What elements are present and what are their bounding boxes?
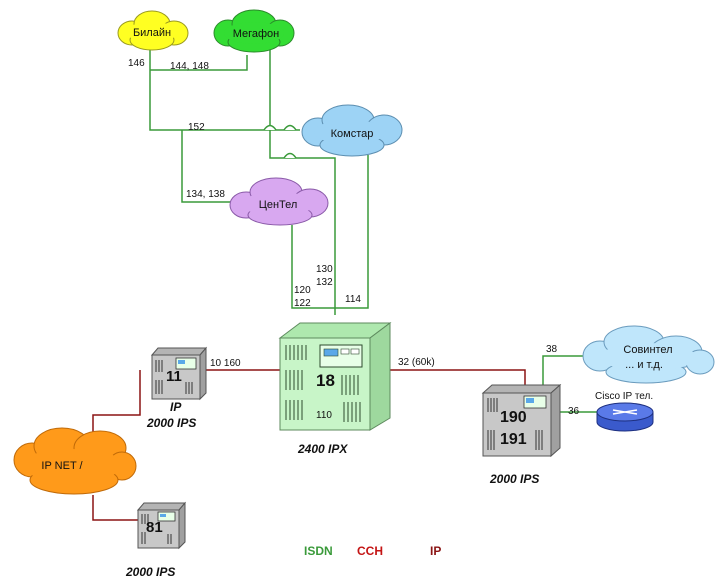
label-114: 114 bbox=[345, 294, 361, 305]
pbx-right-number-191: 191 bbox=[500, 431, 527, 448]
label-134-138: 134, 138 bbox=[186, 189, 225, 200]
cloud-label-sovintel-etc: ... и т.д. bbox=[625, 359, 663, 371]
label-38: 38 bbox=[546, 344, 558, 355]
pbx-left-model: 2000 IPS bbox=[146, 416, 196, 430]
cloud-label-komstar: Комстар bbox=[331, 128, 374, 140]
cloud-label-centel: ЦенТел bbox=[259, 199, 298, 211]
link-centel-central bbox=[291, 225, 337, 309]
label-36: 36 bbox=[568, 406, 580, 417]
link-central-right bbox=[388, 369, 526, 385]
pbx-left-number: 11 bbox=[166, 368, 182, 385]
label-10-160: 10 160 bbox=[210, 358, 241, 369]
pbx-central-number: 18 bbox=[316, 371, 335, 390]
cloud-ipnet: IP NET / bbox=[13, 427, 137, 495]
link-labels: 146 144, 148 152 134, 138 130 132 120 12… bbox=[128, 58, 580, 417]
hop-arc bbox=[263, 124, 277, 131]
legend-ccs: CCH bbox=[357, 544, 383, 558]
pbx-central: 18 110 2400 IPX bbox=[278, 322, 392, 456]
label-146: 146 bbox=[128, 58, 145, 69]
link-branch-centel bbox=[181, 130, 232, 203]
link-megafon-central bbox=[269, 50, 336, 315]
pbx-right: 190 191 2000 IPS bbox=[481, 383, 562, 486]
cloud-beeline: Билайн bbox=[117, 10, 189, 51]
label-32-60k: 32 (60k) bbox=[398, 357, 435, 368]
legend-isdn: ISDN bbox=[304, 544, 333, 558]
hop-arc bbox=[283, 152, 297, 159]
label-120: 120 bbox=[294, 285, 311, 296]
cisco-ip-phone: Cisco IP тел. bbox=[595, 391, 654, 432]
legend: ISDN CCH IP bbox=[304, 544, 441, 558]
cloud-komstar: Комстар bbox=[301, 104, 403, 157]
pbx-right-number-190: 190 bbox=[500, 409, 527, 426]
cloud-label-ipnet: IP NET / bbox=[41, 460, 83, 472]
pbx-bottom: 81 2000 IPS bbox=[125, 501, 187, 579]
pbx-right-model: 2000 IPS bbox=[489, 472, 539, 486]
pbx-bottom-model: 2000 IPS bbox=[125, 565, 175, 579]
label-122: 122 bbox=[294, 298, 311, 309]
link-megafon bbox=[150, 55, 248, 71]
link-ipnet-bottom bbox=[92, 495, 140, 521]
cloud-label-sovintel: Совинтел bbox=[623, 344, 672, 356]
cloud-sovintel: Совинтел ... и т.д. bbox=[582, 325, 715, 384]
router-arrows-icon bbox=[612, 409, 638, 415]
cloud-label-megafon: Мегафон bbox=[233, 28, 280, 40]
label-144-148: 144, 148 bbox=[170, 61, 209, 72]
pbx-left: 11 IP 2000 IPS bbox=[146, 346, 208, 430]
cloud-label-beeline: Билайн bbox=[133, 27, 171, 39]
crossing-arcs bbox=[263, 124, 297, 159]
phone-label: Cisco IP тел. bbox=[595, 391, 653, 402]
label-132: 132 bbox=[316, 277, 333, 288]
label-130: 130 bbox=[316, 264, 333, 275]
link-komstar-central bbox=[337, 155, 369, 309]
label-110: 110 bbox=[316, 410, 332, 421]
pbx-bottom-number: 81 bbox=[146, 519, 163, 536]
cloud-centel: ЦенТел bbox=[229, 177, 329, 226]
isdn-links bbox=[149, 50, 598, 413]
pbx-left-model-ip: IP bbox=[170, 400, 182, 414]
link-beeline-centel bbox=[149, 50, 300, 131]
hop-arc bbox=[283, 124, 297, 131]
pbx-central-model: 2400 IPX bbox=[297, 442, 348, 456]
label-152: 152 bbox=[188, 122, 205, 133]
legend-ip: IP bbox=[430, 544, 441, 558]
cloud-megafon: Мегафон bbox=[213, 9, 295, 53]
link-sovintel-right bbox=[542, 355, 592, 385]
